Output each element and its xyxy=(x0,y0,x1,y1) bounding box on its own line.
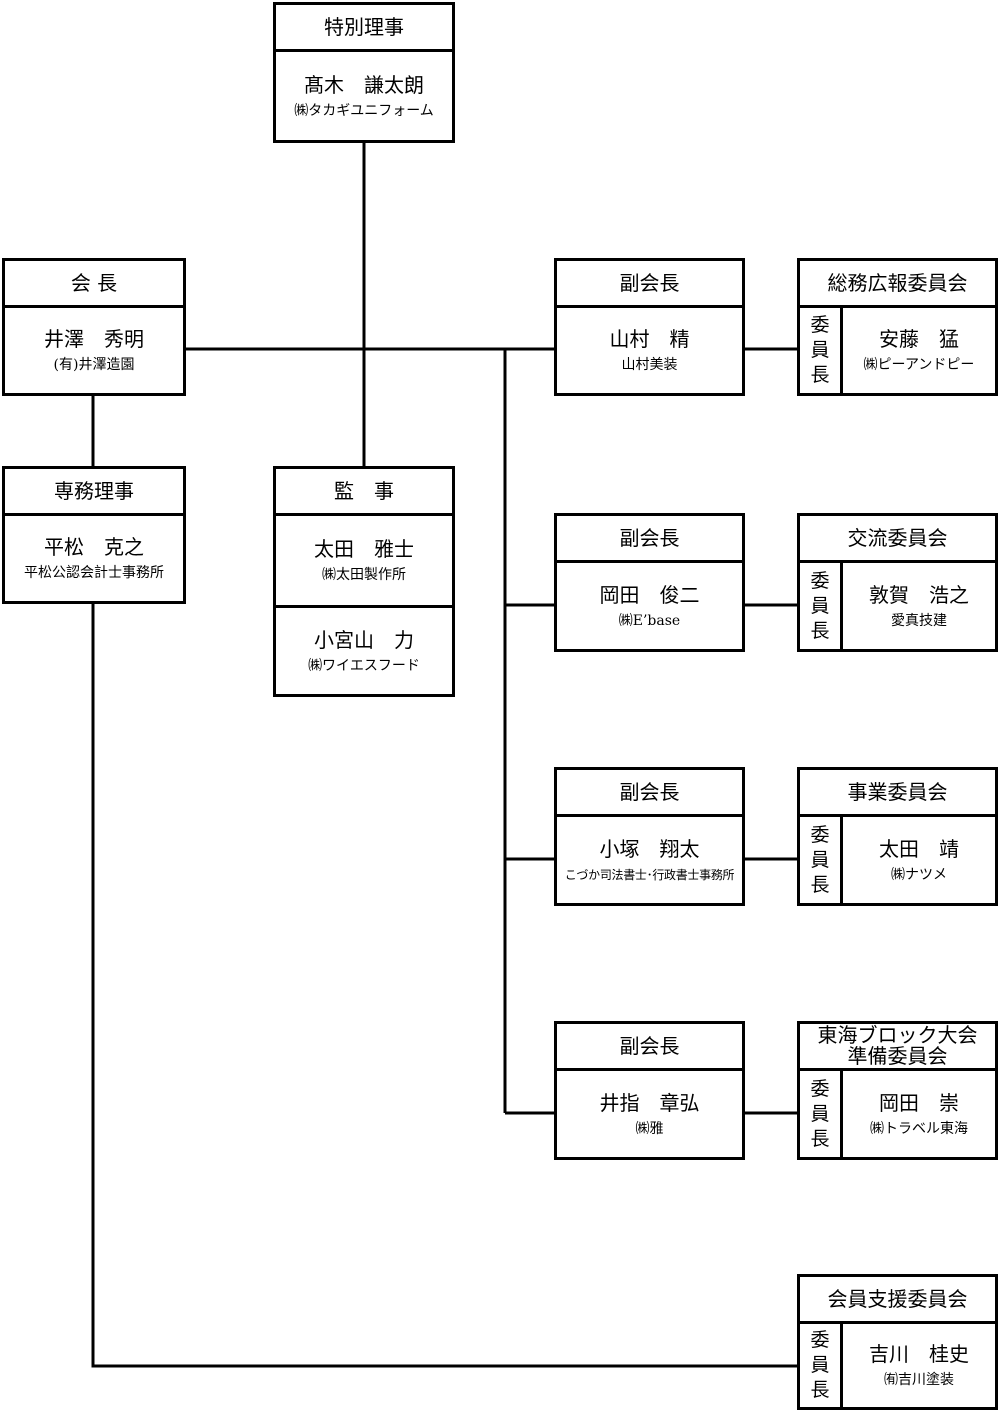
role-char: 員 xyxy=(810,594,830,617)
committee-chair-name: 岡田 崇 xyxy=(879,1090,959,1115)
committee-title: 交流委員会 xyxy=(800,516,995,563)
vice-president-body: 山村 精 山村美装 xyxy=(557,308,742,393)
auditor-org: ㈱ワイエスフード xyxy=(308,657,420,674)
role-char: 長 xyxy=(810,873,830,896)
vice-president-name: 岡田 俊二 xyxy=(599,582,700,607)
special-director-body: 髙木 謙太朗 ㈱タカギユニフォーム xyxy=(276,52,452,140)
managing-director-body: 平松 克之 平松公認会計士事務所 xyxy=(5,516,183,601)
line-managing-to-support xyxy=(91,603,797,1368)
role-char: 委 xyxy=(810,569,830,592)
committee-chair: 敦賀 浩之 愛真技建 xyxy=(843,563,995,649)
committee-chair-org: ㈱トラベル東海 xyxy=(870,1120,968,1137)
managing-director-box: 専務理事 平松 克之 平松公認会計士事務所 xyxy=(2,466,186,604)
president-box: 会 長 井澤 秀明 (有)井澤造園 xyxy=(2,258,186,396)
president-title: 会 長 xyxy=(5,261,183,308)
auditors-title: 監 事 xyxy=(276,469,452,516)
vice-president-body: 小塚 翔太 こづか司法書士･行政書士事務所 xyxy=(557,817,742,903)
vice-president-org: 山村美装 xyxy=(621,357,678,373)
role-char: 長 xyxy=(810,1127,830,1150)
committee-chair-name: 吉川 桂史 xyxy=(869,1342,969,1366)
special-director-name: 髙木 謙太朗 xyxy=(304,72,424,97)
role-char: 委 xyxy=(810,1077,830,1100)
committee-chair-org: ㈲吉川塗装 xyxy=(884,1372,954,1388)
vice-president-org: こづか司法書士･行政書士事務所 xyxy=(564,867,735,882)
auditor-entry-1: 太田 雅士 ㈱太田製作所 xyxy=(276,516,452,608)
president-name: 井澤 秀明 xyxy=(44,327,144,351)
committee-box-general-affairs: 総務広報委員会 委 員 長 安藤 猛 ㈱ピーアンドピー xyxy=(797,258,998,396)
vice-president-name: 小塚 翔太 xyxy=(599,836,700,861)
vice-president-box-3: 副会長 小塚 翔太 こづか司法書士･行政書士事務所 xyxy=(554,767,745,906)
auditor-name: 太田 雅士 xyxy=(314,537,414,561)
committee-box-business: 事業委員会 委 員 長 太田 靖 ㈱ナツメ xyxy=(797,767,998,906)
committee-chair-name: 安藤 猛 xyxy=(879,327,959,351)
committee-box-exchange: 交流委員会 委 員 長 敦賀 浩之 愛真技建 xyxy=(797,513,998,652)
committee-title: 事業委員会 xyxy=(800,770,995,817)
vice-president-box-2: 副会長 岡田 俊二 ㈱E’base xyxy=(554,513,745,652)
managing-director-org: 平松公認会計士事務所 xyxy=(24,565,164,581)
role-char: 委 xyxy=(810,823,830,846)
vice-president-body: 岡田 俊二 ㈱E’base xyxy=(557,563,742,649)
vice-president-box-4: 副会長 井指 章弘 ㈱雅 xyxy=(554,1021,745,1160)
committee-title: 会員支援委員会 xyxy=(800,1277,995,1324)
committee-chair-org: 愛真技建 xyxy=(891,612,947,629)
vice-president-box-1: 副会長 山村 精 山村美装 xyxy=(554,258,745,396)
committee-chair-role: 委 員 長 xyxy=(800,1071,843,1157)
committee-chair-role: 委 員 長 xyxy=(800,817,843,903)
committee-title: 東海ブロック大会 準備委員会 xyxy=(800,1024,995,1071)
vice-president-org: ㈱雅 xyxy=(635,1120,664,1137)
vice-president-name: 井指 章弘 xyxy=(599,1090,700,1115)
role-char: 委 xyxy=(810,1329,830,1351)
special-director-title: 特別理事 xyxy=(276,5,452,52)
committee-title-line: 準備委員会 xyxy=(847,1044,948,1068)
committee-chair: 岡田 崇 ㈱トラベル東海 xyxy=(843,1071,995,1157)
president-body: 井澤 秀明 (有)井澤造園 xyxy=(5,308,183,393)
role-char: 員 xyxy=(810,848,830,871)
managing-director-name: 平松 克之 xyxy=(44,535,144,559)
committee-box-member-support: 会員支援委員会 委 員 長 吉川 桂史 ㈲吉川塗装 xyxy=(797,1274,998,1410)
vice-president-title: 副会長 xyxy=(557,516,742,563)
vice-president-name: 山村 精 xyxy=(609,327,690,351)
committee-chair-org: ㈱ピーアンドピー xyxy=(863,357,975,373)
role-char: 員 xyxy=(810,1102,830,1125)
committee-chair: 安藤 猛 ㈱ピーアンドピー xyxy=(843,308,995,393)
committee-chair-name: 太田 靖 xyxy=(879,836,959,861)
special-director-box: 特別理事 髙木 謙太朗 ㈱タカギユニフォーム xyxy=(273,2,455,143)
role-char: 員 xyxy=(810,1354,830,1376)
auditor-entry-2: 小宮山 力 ㈱ワイエスフード xyxy=(276,608,452,694)
president-org: (有)井澤造園 xyxy=(53,357,135,373)
committee-title-line: 東海ブロック大会 xyxy=(817,1023,978,1047)
committee-chair: 太田 靖 ㈱ナツメ xyxy=(843,817,995,903)
role-char: 長 xyxy=(810,619,830,642)
committee-chair-name: 敦賀 浩之 xyxy=(869,582,969,607)
vice-president-org: ㈱E’base xyxy=(618,612,681,629)
special-director-org: ㈱タカギユニフォーム xyxy=(294,102,434,119)
committee-chair-role: 委 員 長 xyxy=(800,308,843,393)
vice-president-title: 副会長 xyxy=(557,1024,742,1071)
vice-president-title: 副会長 xyxy=(557,261,742,308)
role-char: 委 xyxy=(810,314,830,336)
committee-chair-org: ㈱ナツメ xyxy=(891,866,947,883)
committee-box-tokai-block: 東海ブロック大会 準備委員会 委 員 長 岡田 崇 ㈱トラベル東海 xyxy=(797,1021,998,1160)
auditors-box: 監 事 太田 雅士 ㈱太田製作所 小宮山 力 ㈱ワイエスフード xyxy=(273,466,455,697)
role-char: 長 xyxy=(810,1379,830,1401)
vice-president-title: 副会長 xyxy=(557,770,742,817)
auditor-org: ㈱太田製作所 xyxy=(322,567,406,583)
role-char: 員 xyxy=(810,339,830,361)
vice-president-body: 井指 章弘 ㈱雅 xyxy=(557,1071,742,1157)
managing-director-title: 専務理事 xyxy=(5,469,183,516)
committee-chair-role: 委 員 長 xyxy=(800,1324,843,1407)
committee-title: 総務広報委員会 xyxy=(800,261,995,308)
committee-chair: 吉川 桂史 ㈲吉川塗装 xyxy=(843,1324,995,1407)
auditor-name: 小宮山 力 xyxy=(314,627,414,652)
role-char: 長 xyxy=(810,364,830,386)
committee-chair-role: 委 員 長 xyxy=(800,563,843,649)
